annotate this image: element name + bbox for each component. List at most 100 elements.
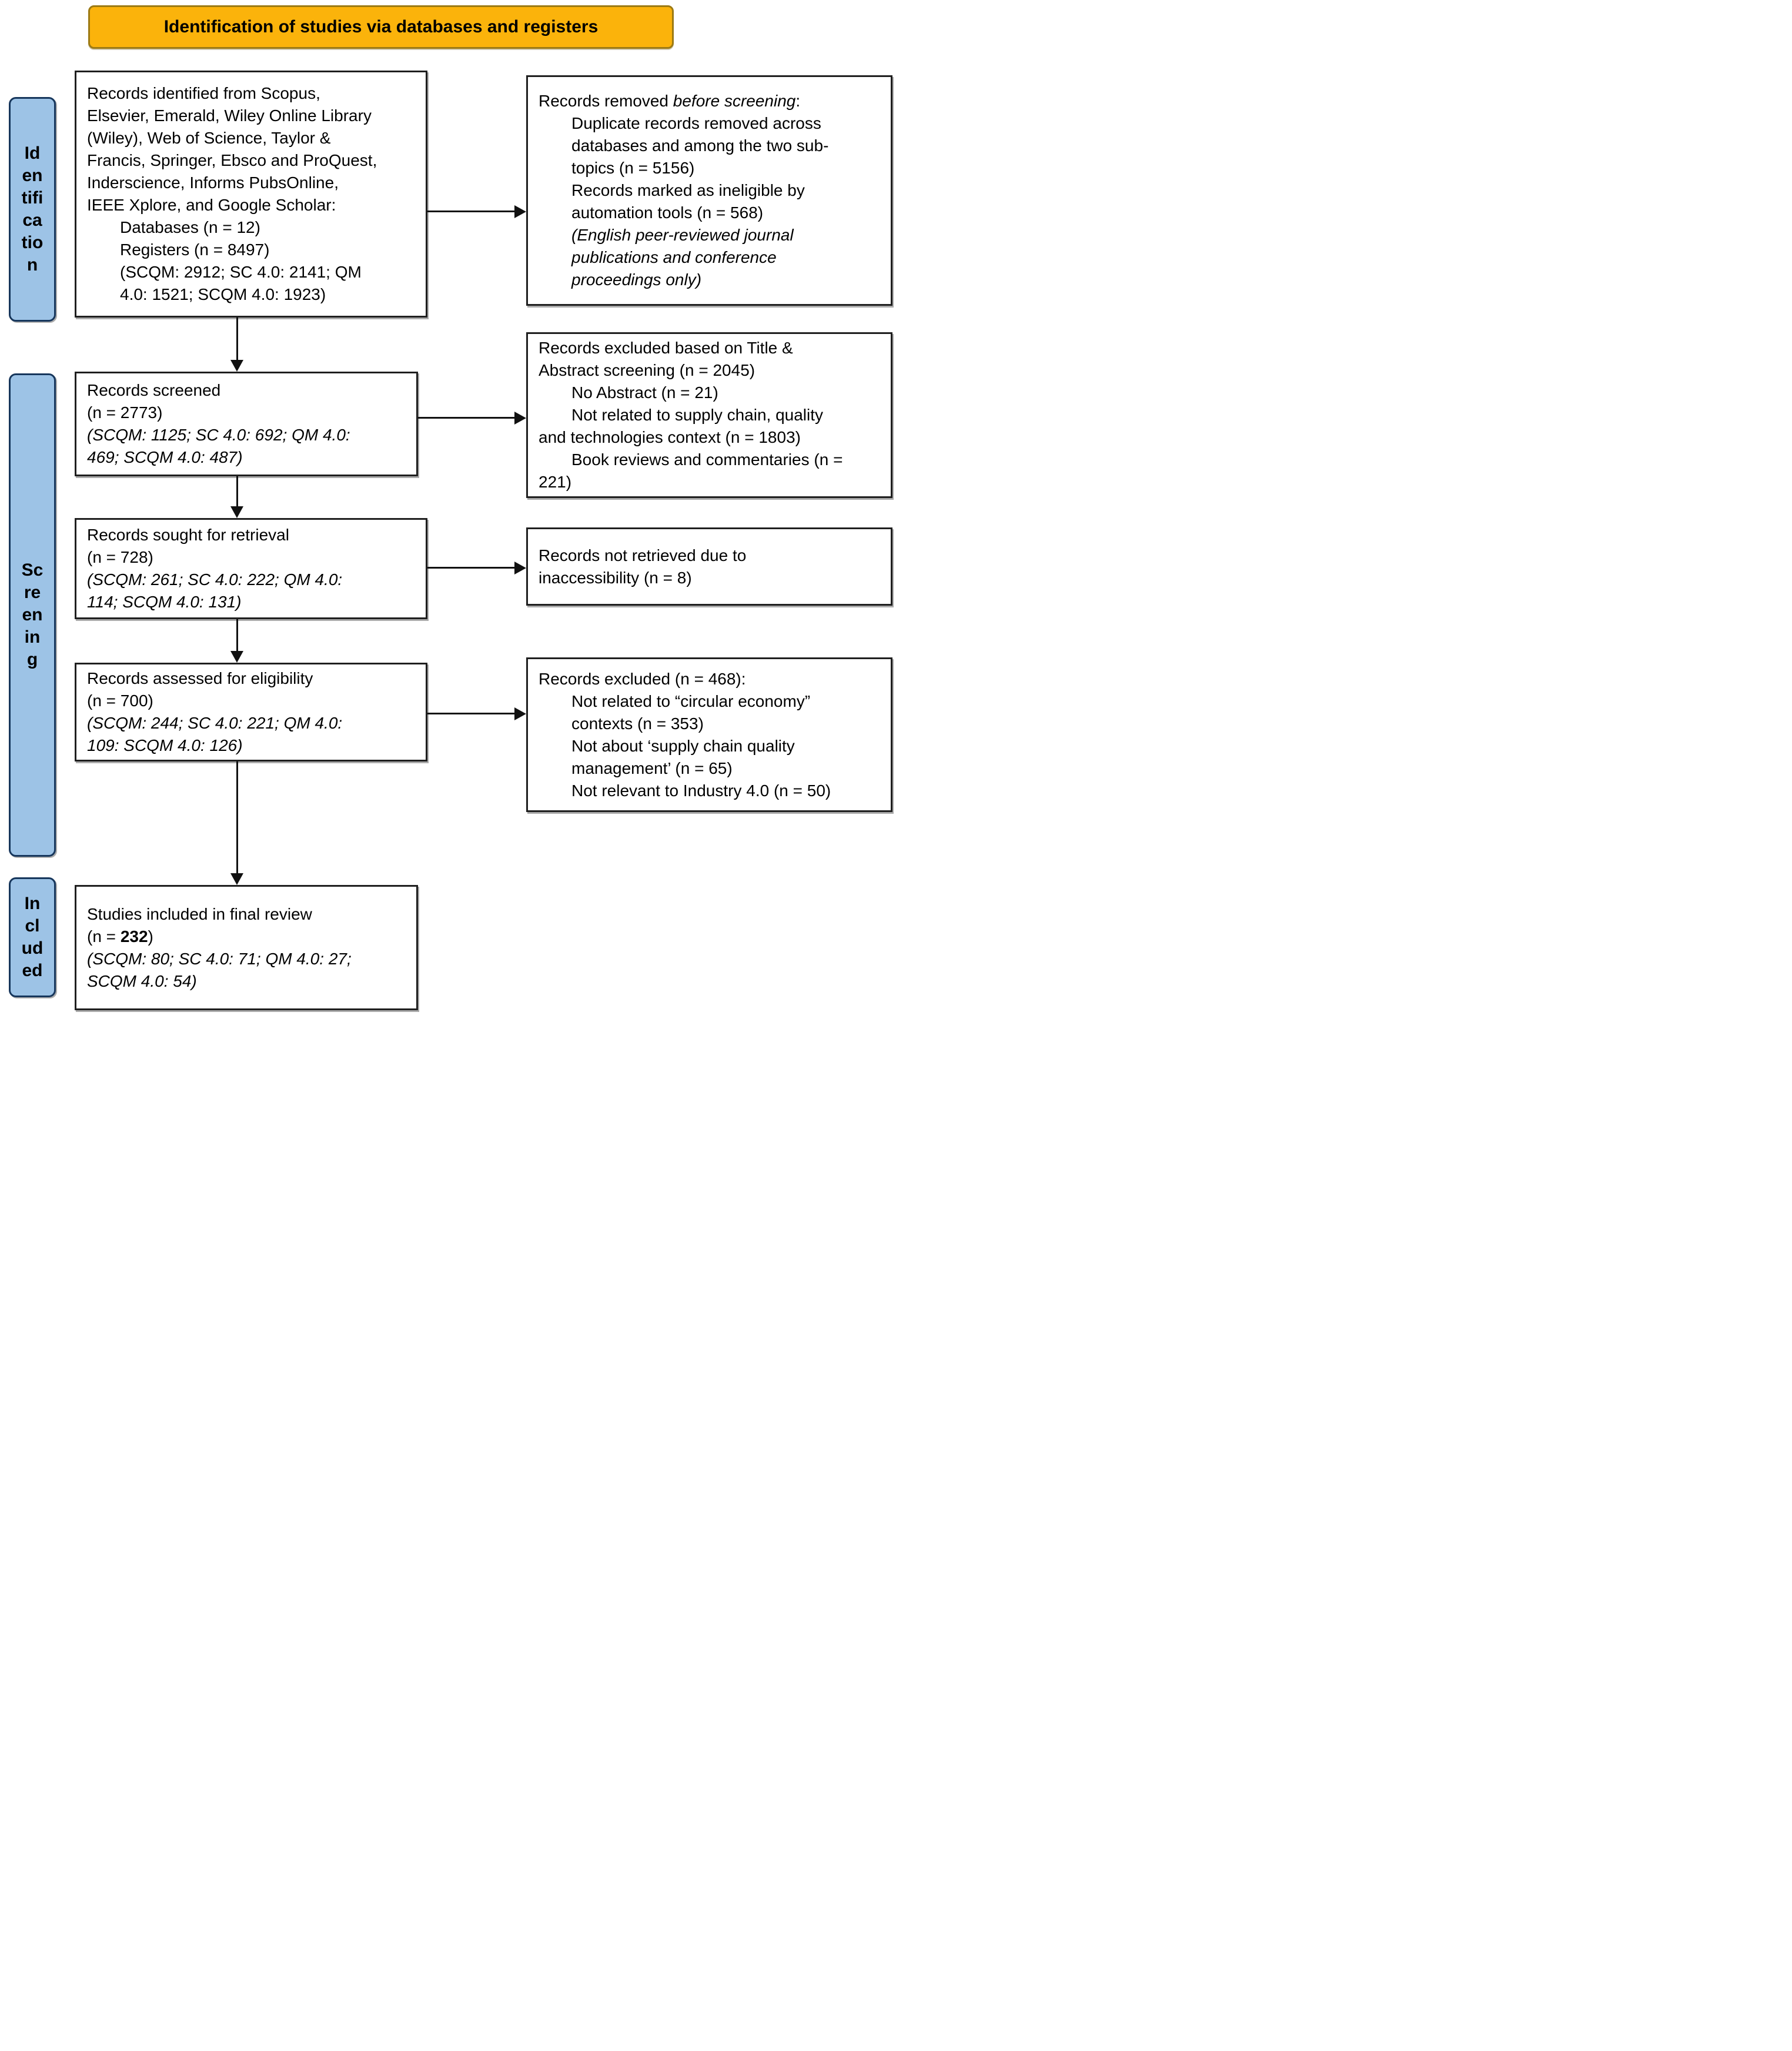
text-segment: (n = 2773) xyxy=(87,403,163,422)
text-line: topics (n = 5156) xyxy=(539,157,881,179)
text-segment: (Wiley), Web of Science, Taylor & xyxy=(87,129,331,147)
text-segment: SCQM 4.0: 54) xyxy=(87,971,197,990)
text-segment: tio xyxy=(21,233,44,252)
arrow-assessed-to-included xyxy=(236,761,238,874)
text-line: Databases (n = 12) xyxy=(87,216,416,239)
text-segment: Studies included in final review xyxy=(87,904,312,923)
text-line: Duplicate records removed across xyxy=(539,112,881,135)
text-segment: inaccessibility (n = 8) xyxy=(539,568,692,587)
text-segment: Records sought for retrieval xyxy=(87,526,289,544)
text-line: Not related to supply chain, quality xyxy=(539,404,881,426)
text-line: 114; SCQM 4.0: 131) xyxy=(87,591,416,613)
text-segment: Records not retrieved due to xyxy=(539,546,747,564)
arrow-assessed-to-excluded xyxy=(427,713,516,714)
box-records-sought-for-retrieval: Records sought for retrieval (n = 728)(SC… xyxy=(75,518,427,619)
text-line: SCQM 4.0: 54) xyxy=(87,970,407,993)
arrow-sought-to-assessed xyxy=(236,619,238,652)
text-line: (n = 700) xyxy=(87,690,416,712)
arrow-right-icon xyxy=(514,707,526,720)
text-segment: Records assessed for eligibility xyxy=(87,669,313,687)
text-segment: publications and conference xyxy=(571,248,777,266)
text-segment: Sc xyxy=(21,560,44,580)
arrow-right-icon xyxy=(514,412,526,425)
text-line: (SCQM: 261; SC 4.0: 222; QM 4.0: xyxy=(87,569,416,591)
text-line: Not about ‘supply chain quality xyxy=(539,735,881,757)
text-line: Book reviews and commentaries (n = xyxy=(539,449,881,471)
text-segment: management’ (n = 65) xyxy=(571,759,733,777)
text-line: n xyxy=(27,254,38,276)
text-segment: (SCQM: 244; SC 4.0: 221; QM 4.0: xyxy=(87,714,343,732)
text-segment: Records marked as ineligible by xyxy=(571,181,805,199)
text-line: g xyxy=(27,649,38,671)
text-line: publications and conference xyxy=(539,246,881,269)
text-line: automation tools (n = 568) xyxy=(539,202,881,224)
text-line: Registers (n = 8497) xyxy=(87,239,416,261)
text-line: inaccessibility (n = 8) xyxy=(539,567,881,589)
banner-identification-via-databases: Identification of studies via databases … xyxy=(88,5,674,49)
text-segment: before screening xyxy=(673,92,796,110)
text-line: Francis, Springer, Ebsco and ProQuest, xyxy=(87,149,416,172)
text-line: 221) xyxy=(539,471,881,493)
text-segment: proceedings only) xyxy=(571,270,702,289)
text-segment: Not relevant to Industry 4.0 (n = 50) xyxy=(571,781,831,800)
text-line: management’ (n = 65) xyxy=(539,757,881,780)
arrow-identified-to-screened xyxy=(236,318,238,361)
text-line: IEEE Xplore, and Google Scholar: xyxy=(87,194,416,216)
text-segment: Not related to “circular economy” xyxy=(571,692,811,710)
text-line: Records assessed for eligibility xyxy=(87,667,416,690)
text-segment: 469; SCQM 4.0: 487) xyxy=(87,448,243,466)
text-line: In xyxy=(25,893,41,915)
prisma-flow-diagram: Identification of studies via databases … xyxy=(0,0,896,1026)
text-line: Studies included in final review xyxy=(87,903,407,926)
text-segment: 221) xyxy=(539,473,572,491)
text-line: Records screened xyxy=(87,379,407,402)
text-line: 4.0: 1521; SCQM 4.0: 1923) xyxy=(87,283,416,306)
text-segment: Records excluded based on Title & xyxy=(539,339,793,357)
arrow-screened-to-sought xyxy=(236,476,238,507)
text-segment: in xyxy=(24,627,41,647)
text-segment: ed xyxy=(22,961,43,980)
text-line: Records removed before screening: xyxy=(539,90,881,112)
text-segment: ca xyxy=(22,211,42,230)
text-line: cl xyxy=(25,915,39,937)
text-segment: Elsevier, Emerald, Wiley Online Library xyxy=(87,106,372,125)
text-segment: databases and among the two sub- xyxy=(571,136,829,155)
text-segment: contexts (n = 353) xyxy=(571,714,704,733)
text-segment: Not about ‘supply chain quality xyxy=(571,736,795,755)
text-segment: and technologies context (n = 1803) xyxy=(539,428,801,446)
text-line: (SCQM: 244; SC 4.0: 221; QM 4.0: xyxy=(87,712,416,734)
arrow-down-icon xyxy=(230,873,243,885)
text-line: Sc xyxy=(22,559,44,582)
box-records-not-retrieved: Records not retrieved due to inaccessibil… xyxy=(526,527,892,606)
text-line: Records excluded (n = 468): xyxy=(539,668,881,690)
text-line: tio xyxy=(22,232,44,254)
box-records-removed-before-screening: Records removed before screening:Duplica… xyxy=(526,75,892,306)
text-segment: 114; SCQM 4.0: 131) xyxy=(87,593,242,611)
box-records-identified: Records identified from Scopus,Elsevier,… xyxy=(75,71,427,318)
text-line: databases and among the two sub- xyxy=(539,135,881,157)
text-segment: en xyxy=(22,166,43,185)
text-segment: Inderscience, Informs PubsOnline, xyxy=(87,173,339,192)
text-segment: Records excluded (n = 468): xyxy=(539,669,746,688)
arrow-right-icon xyxy=(514,205,526,218)
arrow-screened-to-excluded xyxy=(418,417,516,419)
text-line: and technologies context (n = 1803) xyxy=(539,426,881,449)
text-segment: (n = 700) xyxy=(87,692,153,710)
text-line: ud xyxy=(22,937,44,960)
text-line: (n = 232) xyxy=(87,926,407,948)
arrow-right-icon xyxy=(514,562,526,574)
text-segment: Book reviews and commentaries (n = xyxy=(571,450,843,469)
text-line: re xyxy=(24,582,41,604)
box-records-screened: Records screened(n = 2773)(SCQM: 1125; S… xyxy=(75,372,418,476)
text-line: Records identified from Scopus, xyxy=(87,82,416,105)
arrow-down-icon xyxy=(230,506,243,518)
text-line: (n = 728) xyxy=(87,546,416,569)
text-segment: Francis, Springer, Ebsco and ProQuest, xyxy=(87,151,377,169)
text-segment: (SCQM: 2912; SC 4.0: 2141; QM xyxy=(120,263,362,281)
text-line: ca xyxy=(22,209,42,232)
text-segment: Records screened xyxy=(87,381,221,399)
arrow-sought-to-not-retrieved xyxy=(427,567,516,569)
arrow-down-icon xyxy=(230,651,243,663)
